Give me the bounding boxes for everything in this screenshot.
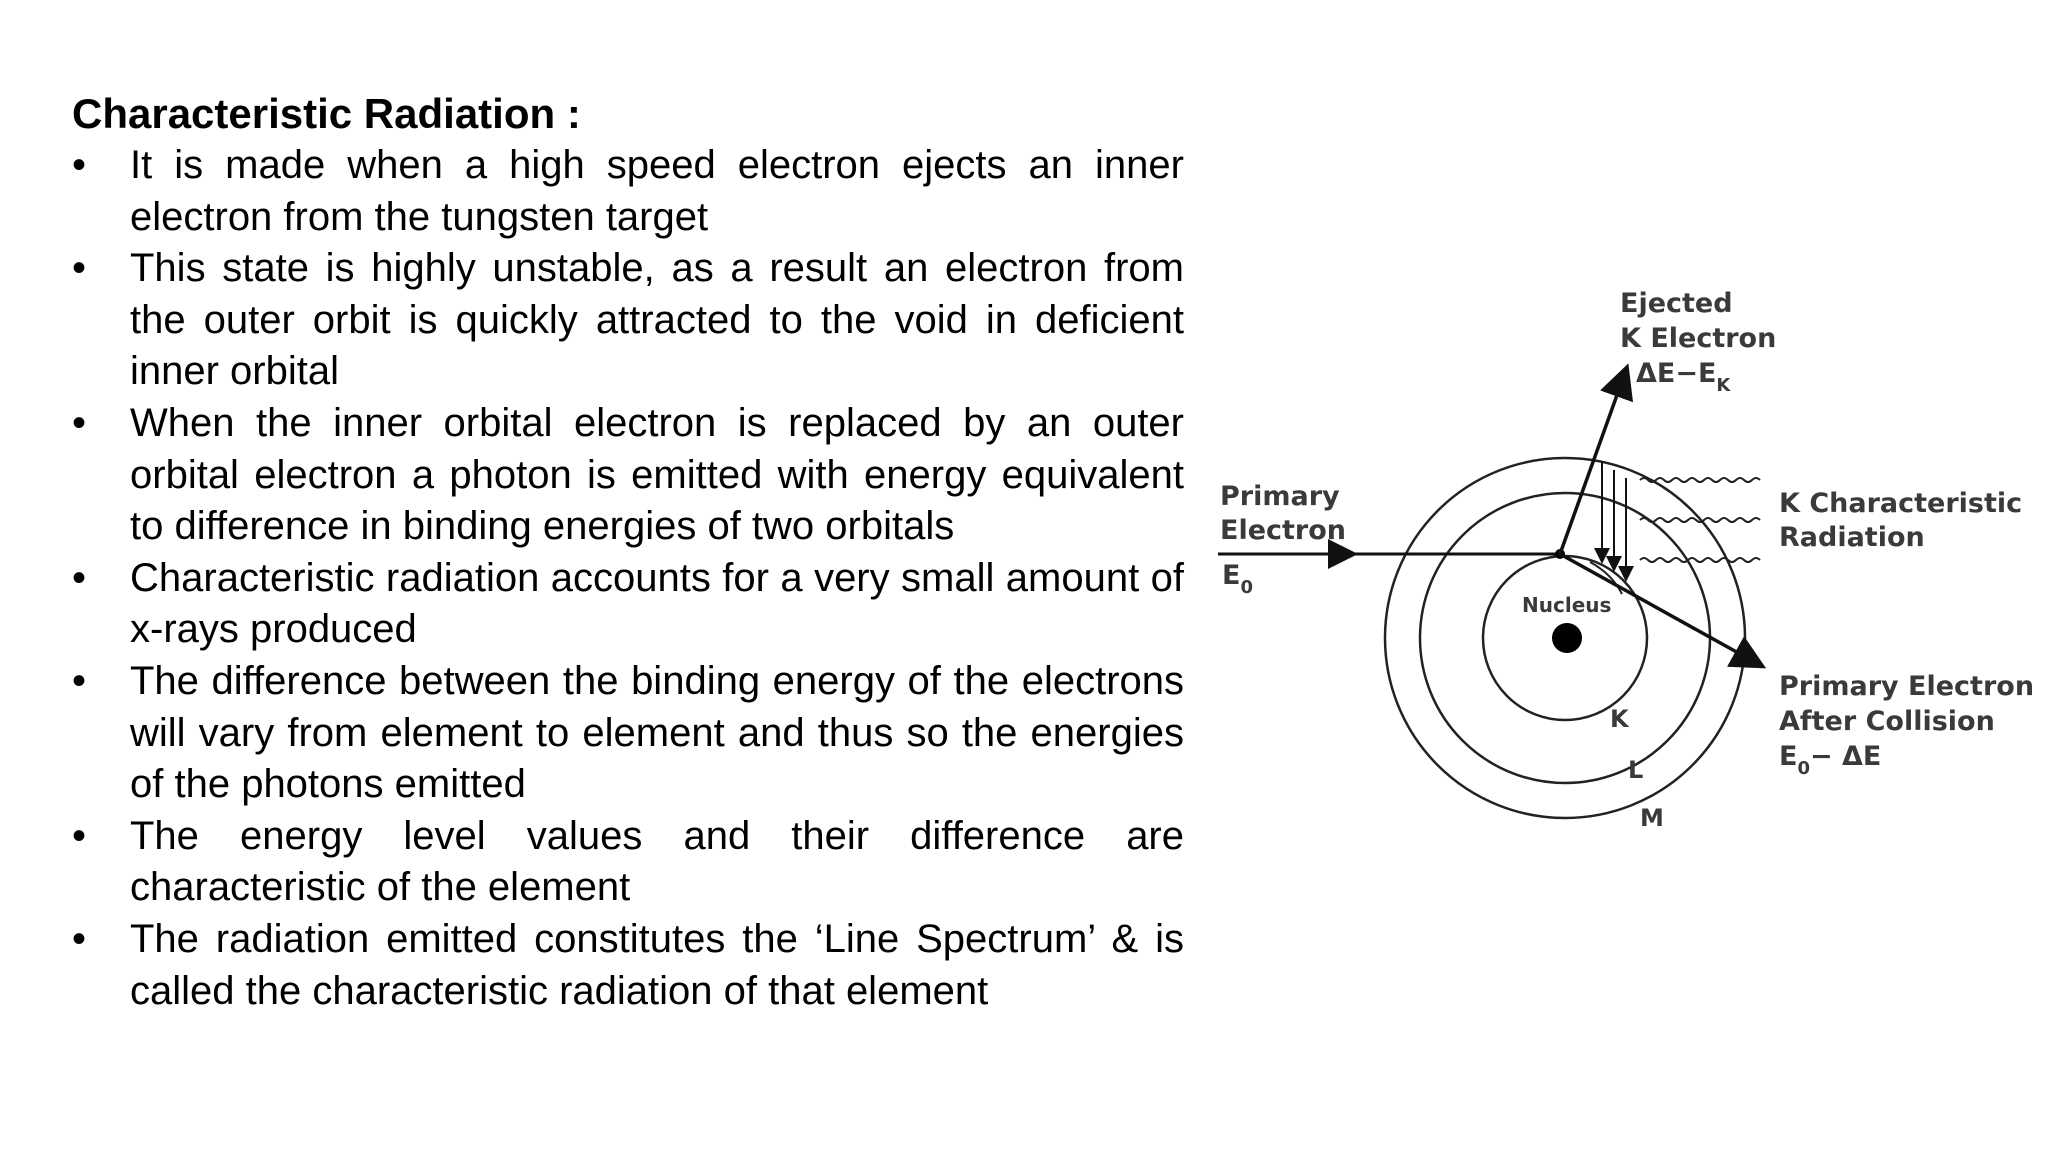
bullet-marker: •	[72, 246, 87, 291]
nucleus-dot	[1552, 623, 1582, 653]
bullet-text: When the inner orbital electron is repla…	[130, 400, 1184, 549]
after-energy-suffix: − ΔE	[1810, 741, 1881, 772]
bullet-marker: •	[72, 555, 87, 600]
bullet-marker: •	[72, 813, 87, 858]
nucleus-label: Nucleus	[1522, 593, 1611, 617]
primary-label-line1: Primary	[1220, 481, 1340, 512]
after-collision-label-line2: After Collision	[1779, 706, 1995, 737]
bullet-list: • It is made when a high speed electron e…	[72, 140, 1184, 1017]
bullet-marker: •	[72, 143, 87, 187]
shell-k-label: K	[1610, 705, 1630, 733]
primary-energy-main: E	[1222, 560, 1240, 591]
bullet-item: • It is made when a high speed electron e…	[72, 140, 1184, 243]
ejected-label-line2: K Electron	[1620, 323, 1776, 354]
vacancy-arc	[1589, 561, 1623, 595]
ejected-label-line1: Ejected	[1620, 288, 1733, 319]
bullet-text: This state is highly unstable, as a resu…	[130, 246, 1184, 394]
bullet-item: • The energy level values and their diffe…	[72, 811, 1184, 914]
bullet-text: The difference between the binding energ…	[130, 658, 1184, 807]
radiation-wave	[1639, 477, 1761, 483]
radiation-wave	[1639, 517, 1761, 523]
bullet-text: The radiation emitted constitutes the ‘L…	[130, 916, 1184, 1013]
bullet-text: The energy level values and their differ…	[130, 813, 1184, 910]
bullet-item: • The radiation emitted constitutes the ‘…	[72, 914, 1184, 1017]
k-characteristic-label-line1: K Characteristic	[1779, 488, 2022, 519]
bullet-text: Characteristic radiation accounts for a …	[130, 555, 1184, 652]
slide-title: Characteristic Radiation :	[72, 90, 581, 137]
scattered-electron-arrow	[1559, 552, 1767, 669]
primary-energy-subscript: 0	[1240, 577, 1253, 598]
bullet-item: • This state is highly unstable, as a res…	[72, 243, 1184, 398]
shell-m-label: M	[1640, 804, 1664, 832]
bullet-item: • Characteristic radiation accounts for a…	[72, 553, 1184, 656]
after-energy-main: E	[1779, 741, 1797, 772]
primary-energy-label: E0	[1222, 560, 1253, 598]
text-panel: Characteristic Radiation : • It is made w…	[72, 88, 1184, 1017]
shell-l-label: L	[1628, 756, 1643, 784]
radiation-wave	[1639, 557, 1761, 563]
ejected-energy-label: ΔE−EK	[1636, 358, 1731, 396]
ejected-electron-arrow	[1558, 363, 1634, 555]
ejected-energy-main: ΔE−E	[1636, 358, 1716, 389]
k-characteristic-label-line2: Radiation	[1779, 522, 1925, 553]
after-energy-subscript: 0	[1797, 758, 1810, 779]
bullet-marker: •	[72, 658, 87, 703]
after-collision-label-line1: Primary Electron	[1779, 671, 2034, 702]
bullet-item: • When the inner orbital electron is repl…	[72, 398, 1184, 553]
characteristic-radiation-diagram: Ejected K Electron ΔE−EK Primary Electro…	[1218, 288, 2034, 832]
bullet-item: • The difference between the binding ener…	[72, 656, 1184, 811]
ejected-energy-subscript: K	[1716, 375, 1731, 396]
primary-label-line2: Electron	[1220, 515, 1346, 546]
after-collision-energy-label: E0− ΔE	[1779, 741, 1881, 779]
bullet-marker: •	[72, 916, 87, 961]
bullet-marker: •	[72, 400, 87, 445]
bullet-text: It is made when a high speed electron ej…	[130, 143, 1184, 239]
